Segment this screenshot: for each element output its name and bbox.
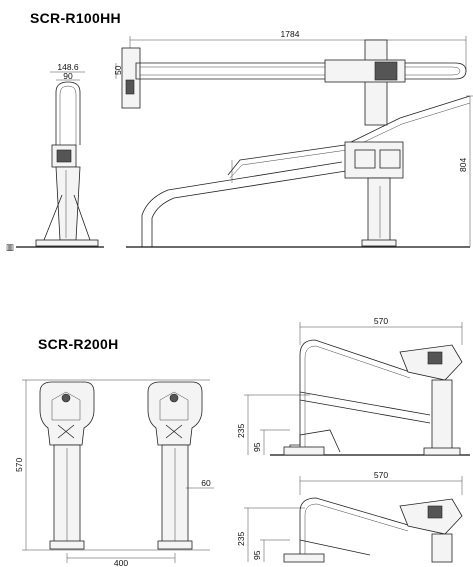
dim-side-top-h2: 95 <box>252 442 262 452</box>
dim-front-height: 570 <box>14 458 24 472</box>
dim-length-top: 1784 <box>281 29 300 39</box>
dim-side-top-width: 570 <box>374 316 388 326</box>
dim-side-bottom-h1: 235 <box>236 532 246 546</box>
dim-side-bottom-width: 570 <box>374 470 388 480</box>
top-plan-view: 1784 50 <box>113 29 467 126</box>
floor-mark: ▥ <box>6 242 14 252</box>
dim-side-top-h1: 235 <box>236 424 246 438</box>
dim-side-bottom-h2: 95 <box>252 550 262 560</box>
dim-front-width-inner: 90 <box>63 71 73 81</box>
top-front-view: 148.6 90 ▥ <box>6 62 104 252</box>
dim-front-width-outer: 148.6 <box>57 62 79 72</box>
dim-height: 804 <box>458 158 468 172</box>
model-title-bottom: SCR-R200H <box>38 336 119 352</box>
dim-rail-depth: 50 <box>113 65 123 75</box>
dim-spacing: 400 <box>114 558 128 567</box>
bottom-side-view-lower: 570 235 95 <box>236 470 463 563</box>
dim-offset: 60 <box>201 478 211 488</box>
model-title-top: SCR-R100HH <box>30 10 121 26</box>
top-side-view: 804 <box>126 95 473 248</box>
bottom-side-view-upper: 570 235 95 <box>236 316 470 456</box>
bottom-front-view: 570 60 400 <box>14 379 214 567</box>
